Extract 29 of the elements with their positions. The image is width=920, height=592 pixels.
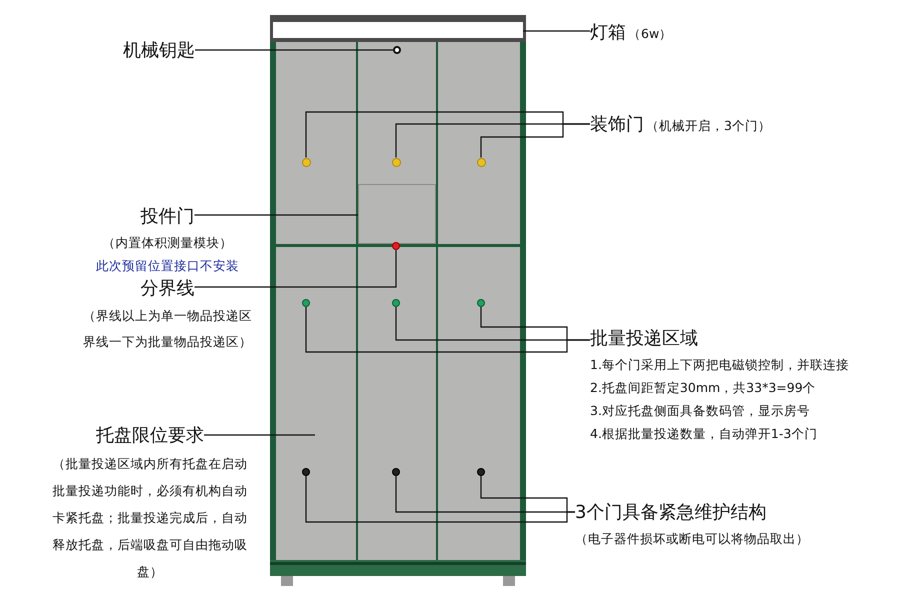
- callout-note: 4.根据批量投递数量，自动弹开1-3个门: [590, 425, 818, 443]
- callout-note: （6w）: [628, 26, 672, 41]
- door-panel: [358, 184, 436, 244]
- leader-line: [195, 49, 393, 51]
- callout-title: 3个门具备紧急维护结构: [575, 501, 766, 524]
- leader-line: [194, 250, 397, 288]
- callout-note: 2.托盘间距暂定30mm，共33*3=99个: [590, 379, 817, 397]
- leader-line: [480, 123, 590, 158]
- leader-line: [194, 214, 358, 216]
- callout-note: （内置体积测量模块）: [102, 234, 234, 252]
- leader-line: [480, 476, 575, 513]
- callout-note: 此次预留位置接口不安装: [95, 257, 240, 275]
- callout-note: 1.每个门采用上下两把电磁锁控制，并联连接: [590, 356, 850, 374]
- light-box: [273, 22, 523, 38]
- callout-note: （电子器件损坏或断电可以将物品取出）: [575, 530, 810, 548]
- leader-line: [480, 307, 590, 341]
- callout-title: 批量投递区域: [590, 327, 698, 350]
- callout-note: （界线以上为单一物品投递区界线一下为批量物品投递区）: [82, 307, 253, 351]
- callout-title: 灯箱: [590, 22, 626, 43]
- callout-note: 3.对应托盘侧面具备数码管，显示房号: [590, 402, 811, 420]
- callout-title: 装饰门: [590, 114, 644, 135]
- callout-title: 投件门: [140, 205, 194, 228]
- leader-line: [204, 434, 315, 436]
- callout-title: 托盘限位要求: [96, 424, 204, 447]
- callout-note: （机械开启，3个门）: [646, 118, 771, 133]
- callout-title: 分界线: [140, 277, 194, 300]
- leader-line: [523, 30, 590, 32]
- callout-note: （批量投递区域内所有托盘在启动批量投递功能时，必须有机构自动卡紧托盘；批量投递完成后，自动释放托盘，后端吸盘可自由拖动吸盘）: [52, 455, 248, 581]
- callout-title: 机械钥匙: [123, 39, 195, 62]
